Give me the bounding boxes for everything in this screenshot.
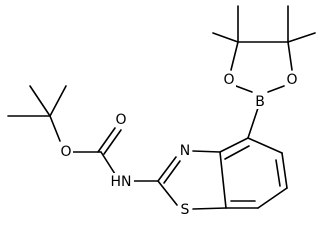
bond-tbu-2 xyxy=(49,85,67,117)
atom-o-carbonyl: O xyxy=(115,112,126,128)
bond-me-4 xyxy=(287,32,316,43)
bond-c-nh xyxy=(100,151,116,175)
bond-c4-c5 xyxy=(247,137,283,154)
atom-n-ring: N xyxy=(180,143,190,159)
bond-b-o-left xyxy=(235,85,253,93)
bond-c2-s xyxy=(157,180,178,206)
bond-tbu-1 xyxy=(29,85,51,117)
bond-c3a-c4-b xyxy=(224,145,250,160)
bond-o-left-c xyxy=(230,41,239,71)
atom-boron: B xyxy=(255,94,265,110)
bond-n3-c3a xyxy=(192,150,221,153)
atom-nh: HN xyxy=(111,174,132,190)
bond-c5-c6-b xyxy=(275,159,281,187)
bond-c3a-c4-a xyxy=(219,137,249,153)
bond-carbonyl-b xyxy=(103,129,122,155)
structure-diagram: O O HN N S B O O xyxy=(7,5,316,218)
atom-o-boronate-right: O xyxy=(286,72,297,88)
bond-b-o-right xyxy=(267,85,285,93)
bond-s-c7a xyxy=(192,207,227,210)
bond-c2-n3-b xyxy=(163,160,181,184)
structure-canvas: O O HN N S B O O xyxy=(7,5,316,218)
bond-c5-c6-a xyxy=(281,152,288,189)
bond-c3a-c7a xyxy=(219,151,227,209)
bond-tbu-4 xyxy=(49,115,61,142)
bond-o-right-c xyxy=(287,41,293,71)
atom-o-boronate-left: O xyxy=(223,72,234,88)
atom-s-ring: S xyxy=(181,202,190,218)
bond-c2-n3-a xyxy=(157,156,177,182)
bond-me-1 xyxy=(212,32,239,43)
bond-carbonyl-a xyxy=(97,127,116,153)
atom-o-ester: O xyxy=(60,144,71,160)
bond-c4-b xyxy=(247,107,259,139)
bond-c6-c7 xyxy=(257,187,288,209)
